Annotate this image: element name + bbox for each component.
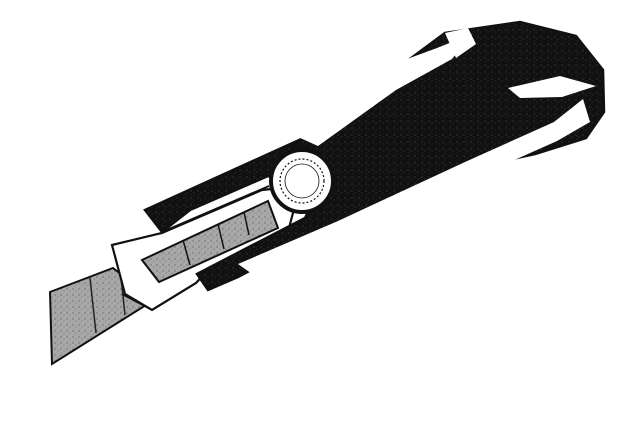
handle-highlight-lower bbox=[238, 99, 590, 276]
knife-handle bbox=[143, 20, 606, 292]
blade-lock-wheel bbox=[269, 148, 335, 214]
blade-channel bbox=[140, 199, 280, 284]
detail-lines bbox=[121, 185, 270, 311]
handle-highlight-upper bbox=[278, 34, 472, 146]
